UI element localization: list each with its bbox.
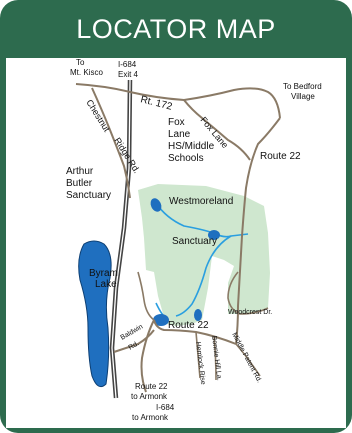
stream-south — [175, 235, 232, 317]
fox-lane-road — [183, 99, 251, 161]
sanctuary-pond — [208, 230, 220, 240]
locator-map-svg: To Mt. Kisco I-684 Exit 4 Rt. 172 To Bed… — [66, 58, 322, 422]
label-school-4: Schools — [168, 153, 204, 164]
label-sanctuary: Sanctuary — [172, 236, 217, 247]
map-title: LOCATOR MAP — [76, 13, 276, 44]
route-22-center — [153, 319, 237, 345]
label-school-1: Fox — [168, 117, 185, 128]
label-arthur-1: Arthur — [66, 166, 94, 177]
side-road-west — [137, 271, 155, 321]
label-i684-exit4-2: Exit 4 — [118, 70, 139, 79]
label-i684-armonk-1: I-684 — [156, 403, 175, 412]
stream-main — [155, 202, 249, 238]
westmoreland-pond-north — [150, 198, 162, 212]
label-woodcrest: Woodcrest Dr. — [228, 309, 272, 316]
route-22-south — [140, 319, 155, 393]
label-to-mt-kisco-1: To — [76, 58, 85, 67]
label-byram-1: Byram — [89, 268, 118, 279]
label-route22-center: Route 22 — [168, 320, 209, 331]
label-hemlock: Hemlock Rise — [194, 341, 206, 385]
label-route22-armonk-1: Route 22 — [135, 382, 168, 391]
label-arthur-3: Sanctuary — [66, 190, 111, 201]
label-school-2: Lane — [168, 129, 191, 140]
label-school-3: HS/Middle — [168, 141, 215, 152]
route-22-east — [235, 117, 281, 345]
map-canvas: To Mt. Kisco I-684 Exit 4 Rt. 172 To Bed… — [6, 58, 346, 428]
label-arthur-2: Butler — [66, 178, 93, 189]
baldwin-rd — [113, 329, 155, 353]
pond-south-west — [153, 314, 169, 326]
chestnut-ridge-rd — [91, 87, 131, 199]
woodcrest-drive — [227, 271, 269, 315]
byram-lake — [78, 240, 112, 388]
middle-patent-road — [235, 343, 261, 377]
pond-south — [194, 309, 202, 321]
label-i684-exit4-1: I-684 — [118, 60, 137, 69]
label-baldwin: Baldwin — [120, 323, 145, 341]
label-to-bedford-2: Village — [291, 92, 315, 101]
route-172 — [75, 83, 281, 119]
label-middle-patent: Middle Patent Rd. — [230, 332, 262, 384]
label-route22-armonk-2: to Armonk — [131, 392, 168, 401]
label-baldwin-rd: Rd. — [128, 340, 141, 352]
i684-highway-center — [111, 79, 131, 399]
label-rt172: Rt. 172 — [139, 94, 173, 113]
label-westmoreland: Westmoreland — [169, 196, 233, 207]
label-byram-2: Lake — [95, 279, 117, 290]
hemlock-rise-road — [195, 331, 201, 379]
label-i684-armonk-2: to Armonk — [132, 413, 169, 422]
label-bonnie: Bonnie Hill La. — [210, 335, 222, 381]
bonnie-hill-road — [213, 335, 217, 381]
label-to-mt-kisco-2: Mt. Kisco — [70, 68, 103, 77]
label-to-bedford-1: To Bedford — [283, 82, 322, 91]
label-route22-east: Route 22 — [260, 151, 301, 162]
